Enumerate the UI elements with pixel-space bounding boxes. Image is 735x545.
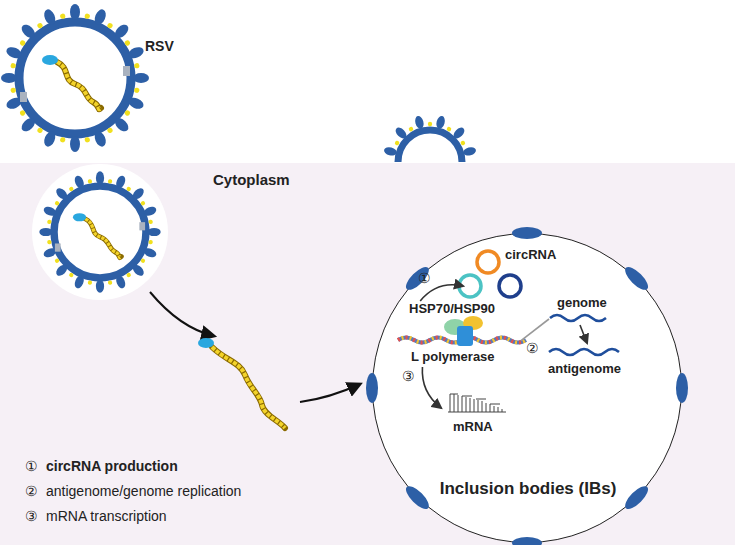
illustration-path: [549, 349, 619, 355]
node-label: HSP70/HSP90: [409, 301, 495, 317]
node-label: circRNA: [505, 247, 556, 263]
process-arrow: [422, 367, 441, 408]
illustration-use: [435, 115, 446, 130]
illustration-use: [446, 126, 452, 132]
node-label: L polymerase: [411, 349, 495, 365]
process-arrow: [420, 285, 463, 301]
callout-number: ③: [25, 508, 38, 525]
node-label: RSV: [145, 38, 174, 55]
callout-number: ②: [526, 340, 539, 357]
node-label: genome: [557, 295, 607, 311]
illustration-use: [394, 140, 400, 146]
illustration-line: [450, 394, 451, 412]
mrna-transcripts: [448, 394, 506, 412]
illustration-rect: [457, 326, 473, 346]
callout-number: ①: [418, 270, 431, 287]
genome-node: genome: [549, 295, 611, 325]
illustration-path: [550, 315, 606, 321]
illustration-path: [398, 338, 526, 343]
illustration-use: [366, 373, 378, 403]
illustration-line: [470, 398, 471, 412]
node-label: mRNA: [453, 419, 493, 435]
polymerase-complex: HSP70/HSP90 L polymerase: [409, 301, 521, 367]
illustration-circle: [477, 251, 499, 273]
ribonucleoprotein: [198, 338, 285, 428]
transport-arrow: [300, 384, 360, 402]
inclusion-body-proteins: [366, 227, 688, 545]
illustration-path: [212, 347, 285, 428]
illustration-line: [462, 396, 463, 412]
entry-arrow: [150, 292, 214, 336]
illustration-use: [403, 483, 433, 513]
illustration-line: [462, 396, 472, 397]
illustration-line: [490, 404, 491, 412]
rna-waves: [549, 315, 619, 355]
illustration-line: [474, 399, 475, 412]
illustration-use: [512, 537, 542, 545]
illustration-use: [394, 126, 409, 141]
callout-number: ②: [25, 483, 38, 500]
illustration-ellipse: [463, 316, 483, 330]
illustration-use: [512, 227, 542, 239]
illustration-line: [454, 394, 455, 412]
legend-note: antigenome/genome replication: [46, 483, 241, 500]
circrna-symbols: [459, 251, 521, 297]
illustration-line: [476, 399, 486, 400]
virion-node: RSV: [5, 8, 145, 148]
illustration-line: [482, 401, 483, 412]
illustration-use: [39, 171, 160, 292]
node-label: Cytoplasm: [213, 171, 290, 189]
illustration-path: [398, 338, 526, 343]
illustration-line: [486, 403, 487, 412]
illustration-use: [462, 146, 477, 157]
illustration-line: [448, 412, 506, 413]
circrna-group: circRNA: [463, 247, 573, 299]
process-arrow: [580, 325, 587, 343]
mrna-node: mRNA: [441, 391, 511, 439]
legend-note: mRNA transcription: [46, 508, 167, 525]
illustration-use: [408, 126, 414, 132]
illustration-use: [622, 483, 652, 513]
illustration-circle: [459, 275, 481, 297]
callout-number: ①: [25, 458, 38, 475]
process-arrow: [521, 319, 549, 341]
illustration-circle: [32, 164, 168, 300]
antigenome-node: antigenome: [546, 343, 628, 381]
illustration-path: [398, 130, 462, 162]
budding-membrane: [383, 115, 477, 162]
illustration-path: [398, 338, 526, 343]
illustration-use: [460, 140, 466, 146]
illustration-line: [490, 404, 500, 405]
illustration-path: [212, 347, 285, 428]
callout-number: ③: [402, 368, 415, 385]
illustration-use: [676, 373, 688, 403]
illustration-ellipse: [198, 338, 214, 348]
illustration-use: [403, 264, 433, 294]
illustration-line: [450, 394, 458, 395]
illustration-line: [498, 407, 499, 412]
illustration-circle: [499, 275, 521, 297]
polymerase-symbol: [398, 316, 526, 346]
rsv-virion: [1, 4, 149, 152]
node-label: antigenome: [548, 361, 621, 377]
illustration-use: [383, 146, 398, 157]
endosome: [32, 164, 168, 300]
illustration-line: [502, 409, 503, 412]
illustration-line: [466, 397, 467, 412]
illustration-use: [428, 122, 432, 126]
illustration-line: [494, 406, 495, 412]
legend-note: circRNA production: [46, 458, 178, 475]
illustration-ellipse: [444, 319, 466, 335]
illustration-use: [452, 126, 467, 141]
node-label: Inclusion bodies (IBs): [428, 479, 628, 499]
illustration-line: [458, 395, 459, 412]
illustration-use: [622, 264, 652, 294]
illustration-line: [478, 400, 479, 412]
illustration-use: [414, 115, 425, 130]
